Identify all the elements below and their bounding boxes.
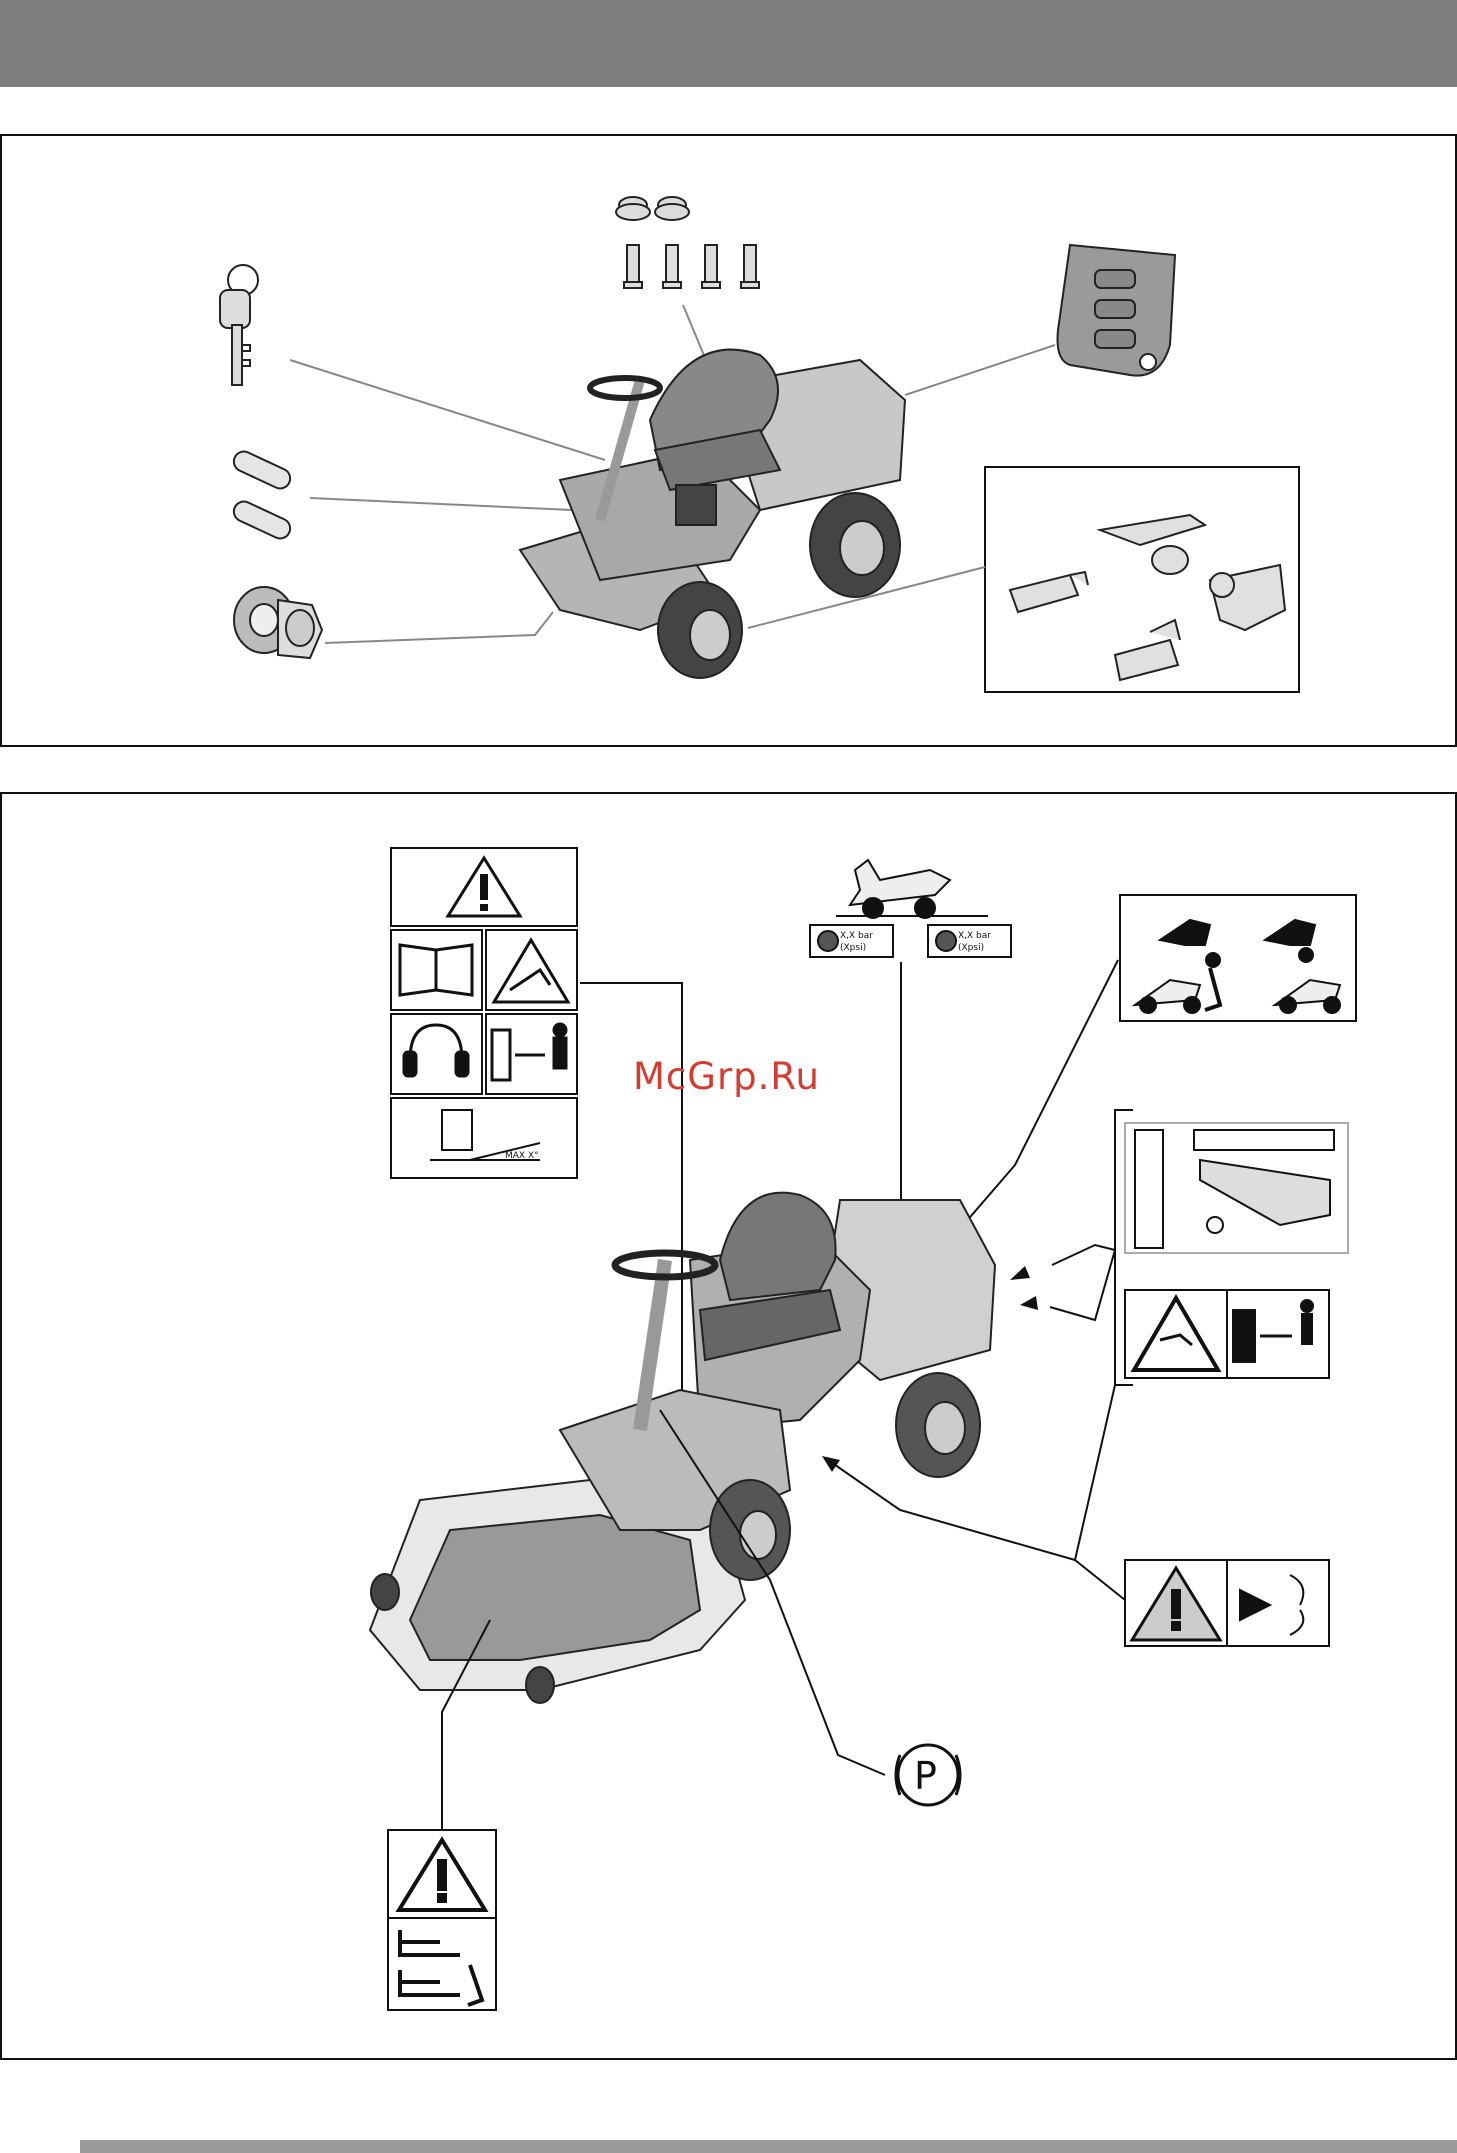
tyre-pressure-bar-right: X,X bar [958, 931, 991, 941]
brackets-icon [1010, 515, 1285, 680]
pins-icon [231, 448, 294, 541]
rotating-blade-icon [1125, 1560, 1329, 1646]
hot-surface-icon [1125, 1290, 1329, 1378]
brake-pedal-illustration [1125, 1123, 1348, 1253]
deck-height-icon [388, 1830, 496, 2010]
tyre-pressure-psi-right: (Xpsi) [958, 943, 984, 953]
slope-label: MAX X° [505, 1151, 539, 1161]
parking-symbol: P [914, 1754, 937, 1798]
mower-icon [520, 350, 905, 678]
bolts-icon [616, 197, 759, 288]
wheel-nut-icon [234, 587, 322, 658]
tyre-pressure-bar-left: X,X bar [840, 931, 873, 941]
key-icon [220, 265, 258, 385]
parking-brake-icon: P [896, 1745, 960, 1805]
tyre-pressure-psi-left: (Xpsi) [840, 943, 866, 953]
tow-push-icon [1120, 895, 1356, 1021]
footer-bar [80, 2140, 1457, 2153]
watermark-text: McGrp.Ru [633, 1055, 820, 1098]
tyre-pressure-icon: X,X bar (Xpsi) X,X bar (Xpsi) [810, 860, 1011, 957]
seat-cover-icon [1058, 245, 1176, 376]
